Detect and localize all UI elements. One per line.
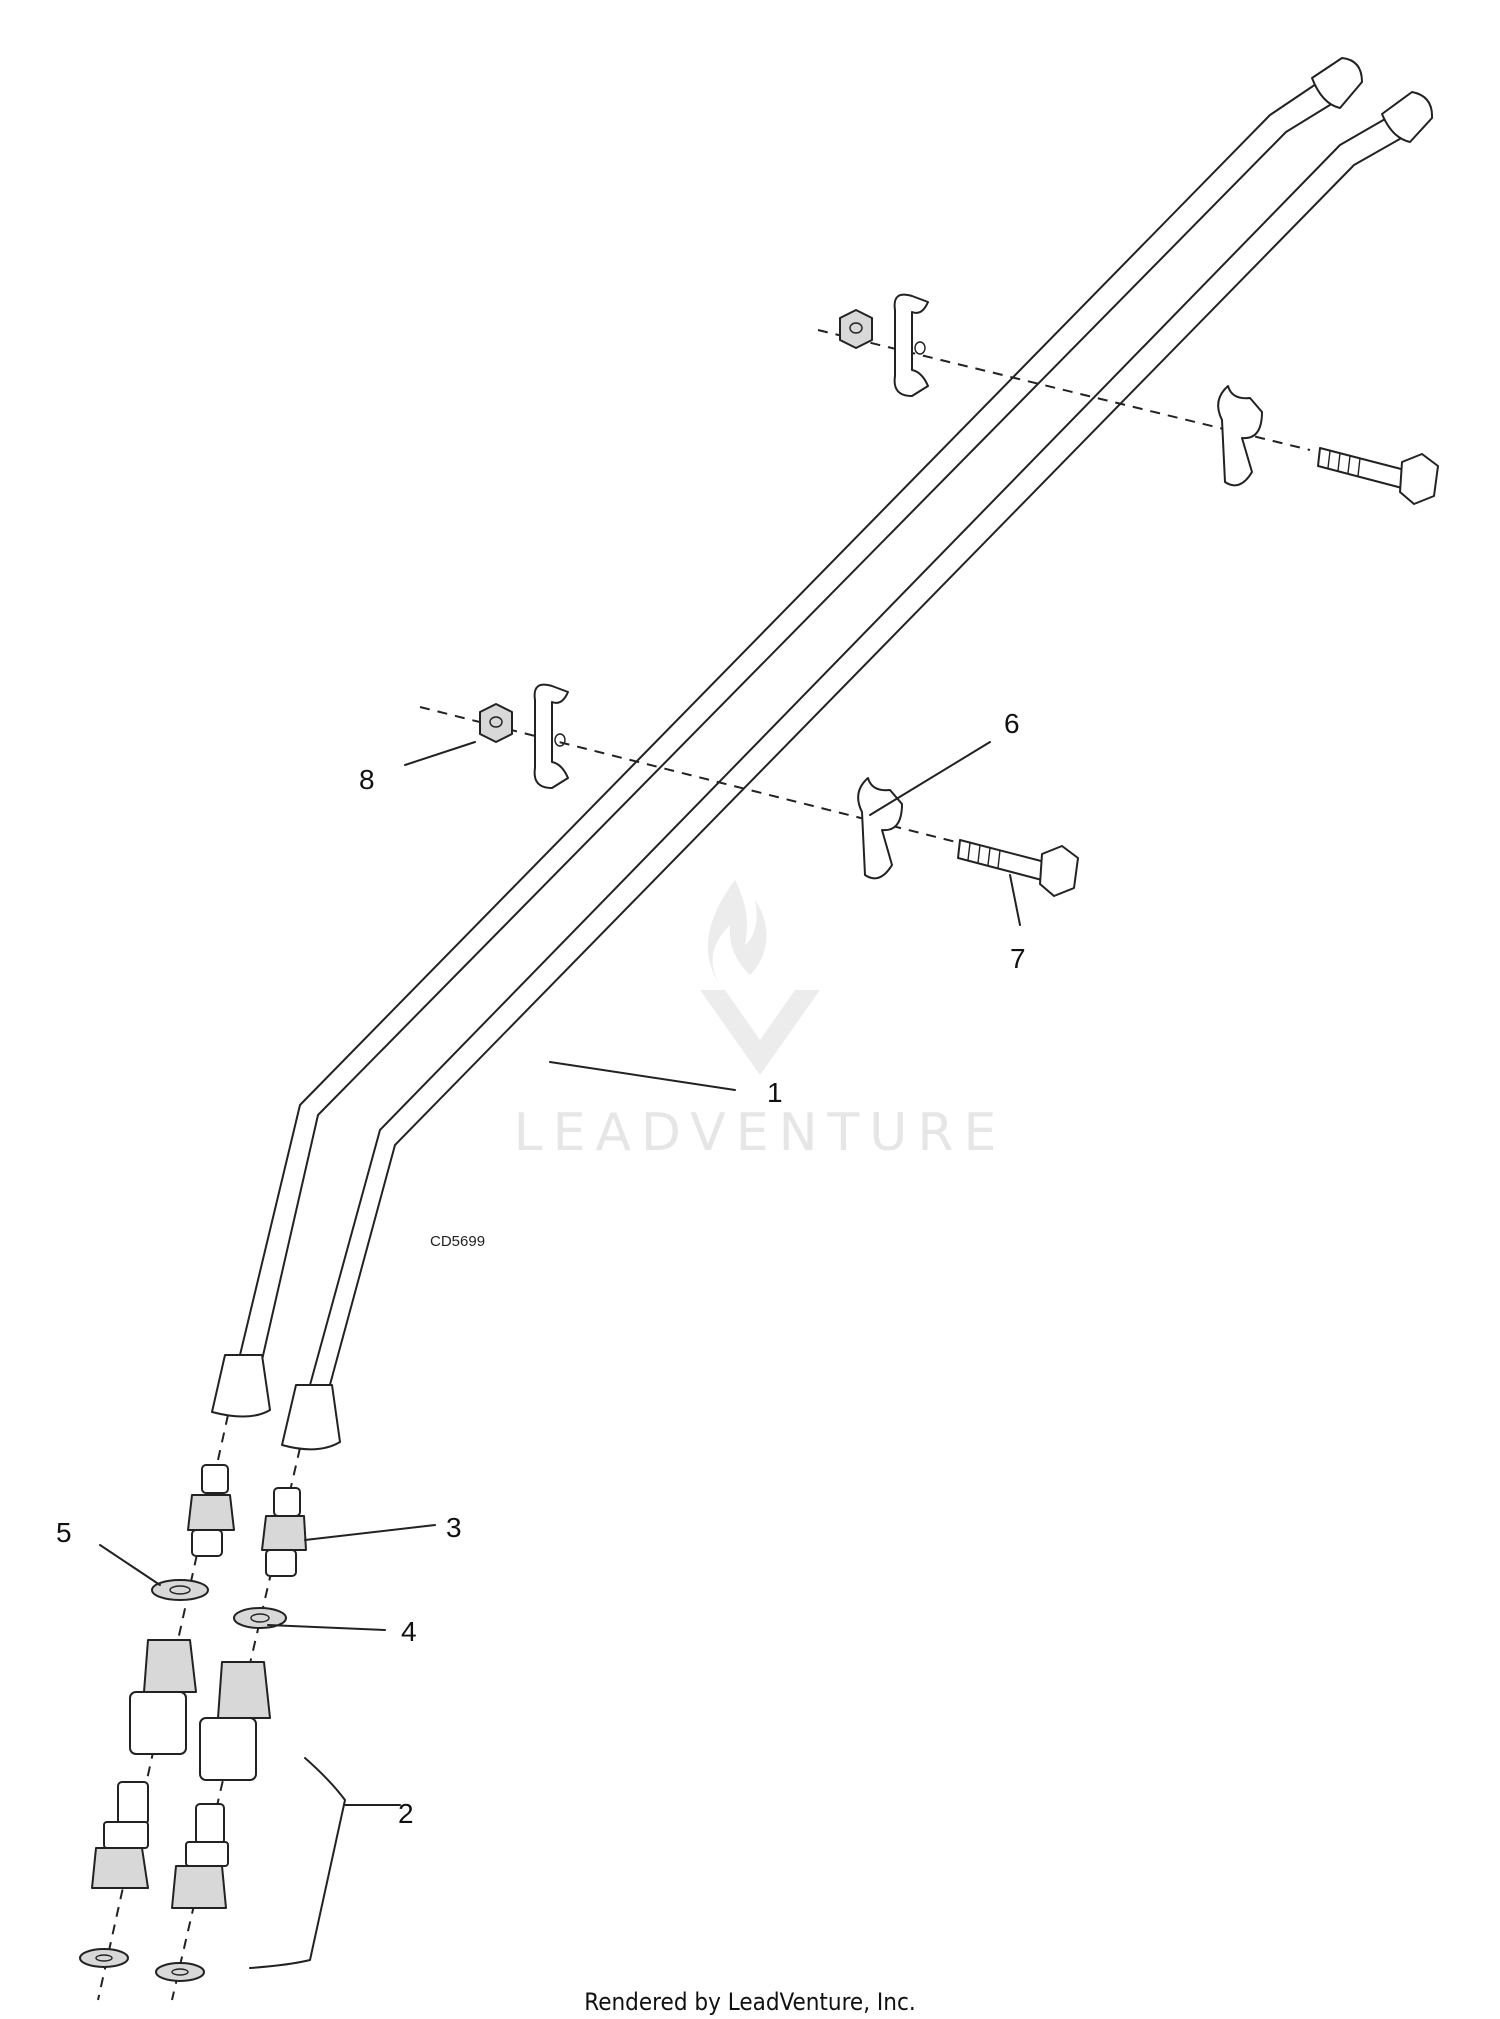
callout-8: 8 <box>359 764 375 795</box>
coupler-a-hex <box>143 1639 197 1693</box>
callout-5: 5 <box>56 1517 72 1548</box>
callout-7: 7 <box>1010 943 1026 974</box>
adapter-a-hex <box>187 1494 235 1531</box>
callout-1: 1 <box>767 1077 783 1108</box>
o-ring-a-lower <box>79 1948 129 1968</box>
lower-clamp-right <box>857 777 903 880</box>
upper-clamp-assembly <box>817 293 1439 505</box>
tube-a-upper-nut <box>1311 57 1363 109</box>
coupler-a-tip <box>117 1781 149 1825</box>
lower-clamp-left <box>533 683 569 789</box>
o-ring-b <box>233 1607 287 1629</box>
lower-hex-nut <box>479 703 513 743</box>
callout-numbers: 1 2 3 4 5 6 7 8 <box>56 708 1026 1829</box>
drawing-code: CD5699 <box>430 1233 485 1250</box>
fitting-stack-a <box>79 1414 235 2001</box>
adapter-a-top <box>201 1464 229 1494</box>
lower-clamp-assembly <box>419 683 1079 897</box>
o-ring-a <box>151 1579 209 1601</box>
watermark-text: LEADVENTURE <box>514 1103 1007 1163</box>
callout-3: 3 <box>446 1512 462 1543</box>
o-ring-b-lower <box>155 1962 205 1982</box>
watermark: LEADVENTURE <box>514 880 1007 1163</box>
upper-bolt-shank <box>1317 447 1406 489</box>
callout-6: 6 <box>1004 708 1020 739</box>
upper-bolt-head <box>1399 453 1439 505</box>
adapter-b-top <box>273 1487 301 1517</box>
callout-2: 2 <box>398 1798 414 1829</box>
watermark-v-logo-icon <box>700 990 820 1075</box>
hydraulic-tube-a <box>211 57 1363 1418</box>
lower-bolt-head <box>1039 845 1079 897</box>
coupler-b-tip <box>195 1803 225 1845</box>
coupler-b-body <box>199 1717 257 1781</box>
upper-clamp-right <box>1217 385 1263 487</box>
watermark-flame-icon <box>708 880 767 985</box>
tube-b-upper-nut <box>1381 91 1434 143</box>
coupler-a-body <box>129 1691 187 1755</box>
tube-a-lower-nut <box>211 1354 271 1418</box>
upper-clamp-left <box>893 293 929 397</box>
adapter-b-hex <box>261 1515 307 1551</box>
fitting-stack-b <box>155 1447 307 2001</box>
leader-lines <box>99 741 1021 1969</box>
coupler-b-hex <box>217 1661 271 1719</box>
lower-bolt-shank <box>957 839 1046 881</box>
hydraulic-tube-b <box>281 91 1434 1451</box>
upper-hex-nut <box>839 309 873 349</box>
tube-b-lower-nut <box>281 1384 341 1451</box>
footer-credit: Rendered by LeadVenture, Inc. <box>584 1988 916 2016</box>
callout-4: 4 <box>401 1616 417 1647</box>
